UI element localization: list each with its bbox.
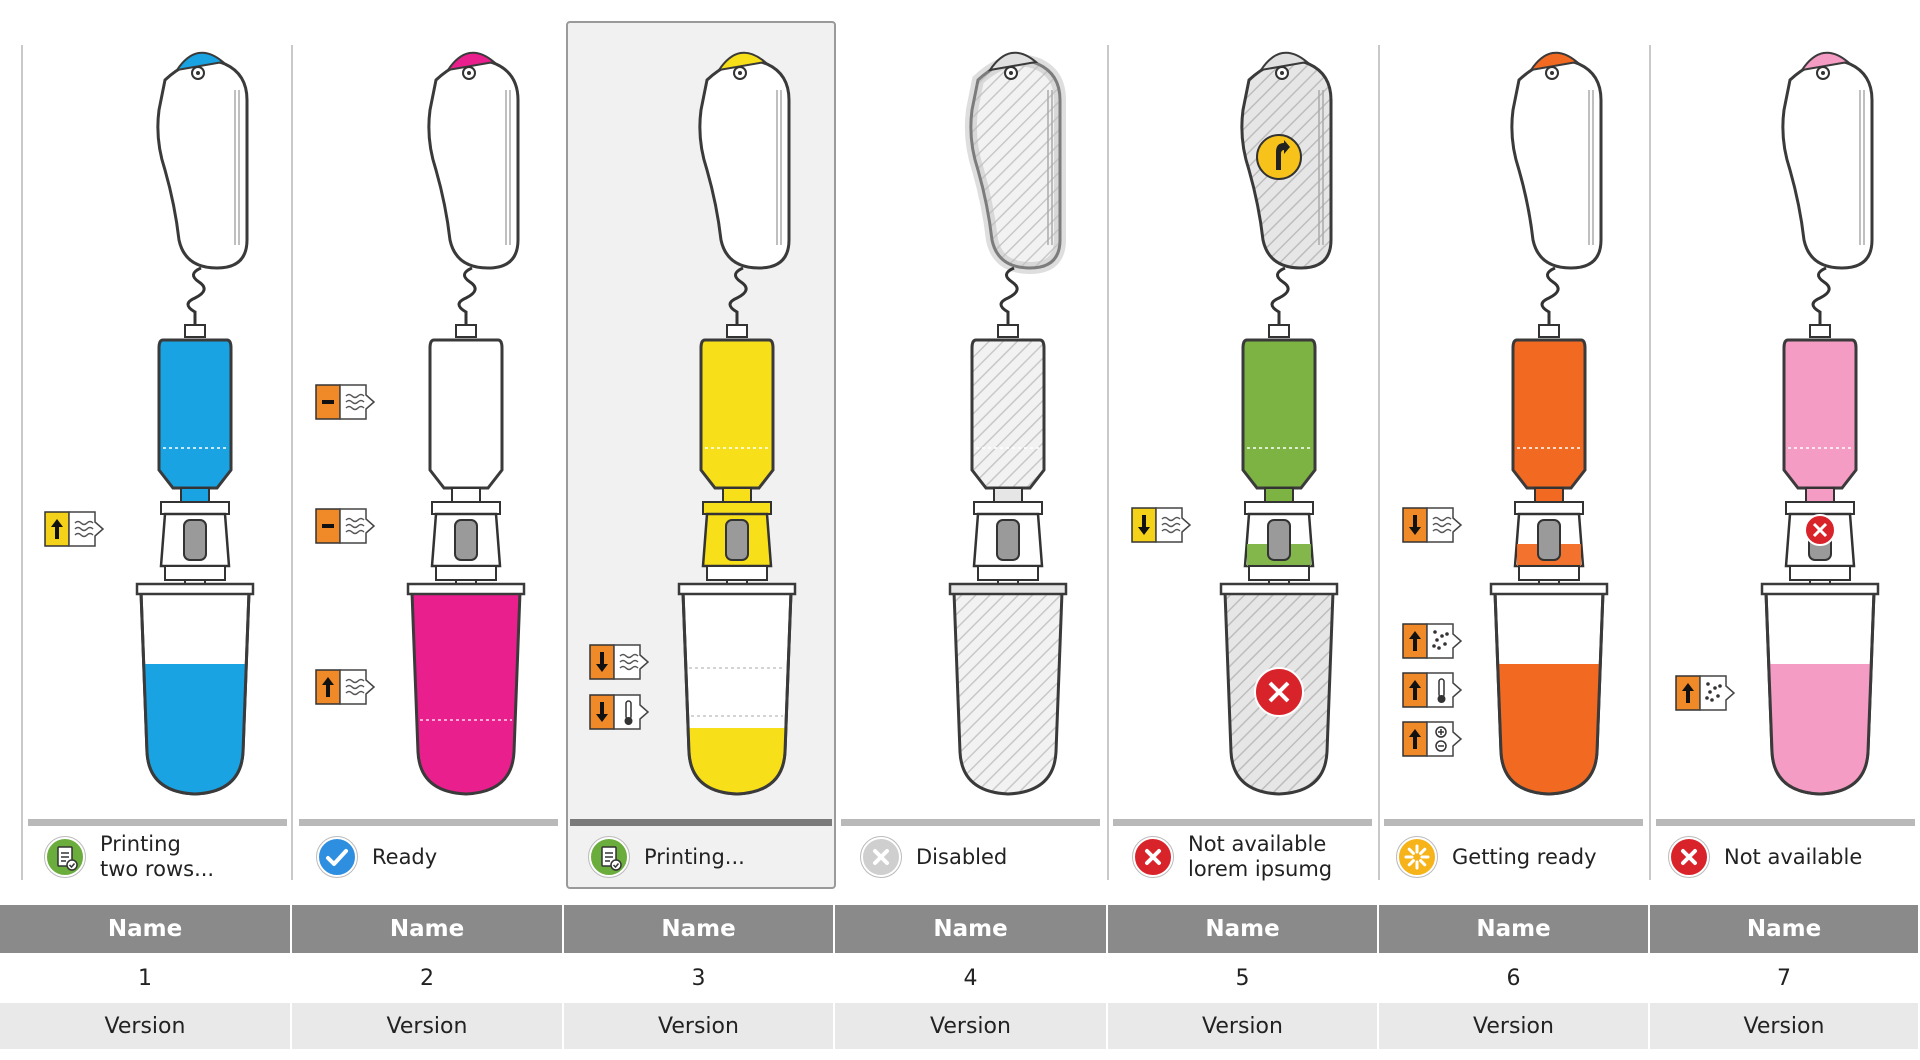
table-name-cell-3: Name bbox=[564, 905, 835, 953]
particles-up-badge bbox=[1402, 623, 1463, 659]
table-number-cell-2: 2 bbox=[292, 953, 564, 1003]
connector-wire bbox=[1811, 266, 1831, 328]
moisture-down-badge bbox=[589, 644, 650, 680]
status-3[interactable]: Printing... bbox=[588, 826, 745, 888]
ink-pouch bbox=[969, 58, 1062, 270]
document-check-icon bbox=[588, 836, 630, 878]
ink-pouch bbox=[427, 58, 520, 270]
ink-bottle bbox=[1241, 338, 1317, 490]
cartridge-4[interactable] bbox=[948, 51, 1068, 796]
moisture-up-badge bbox=[315, 669, 376, 705]
table-name-cell-2: Name bbox=[292, 905, 564, 953]
x-red-icon bbox=[1668, 836, 1710, 878]
table-number-cell-5: 5 bbox=[1108, 953, 1379, 1003]
ink-bottle bbox=[157, 338, 233, 490]
cartridge-2[interactable] bbox=[406, 51, 526, 796]
table-number-cell-7: 7 bbox=[1650, 953, 1920, 1003]
cartridge-3[interactable] bbox=[677, 51, 797, 968]
checkmark-icon bbox=[316, 836, 358, 878]
ink-cup bbox=[952, 590, 1064, 796]
table-name-cell-1: Name bbox=[0, 905, 292, 953]
ink-pouch bbox=[698, 58, 791, 270]
status-7[interactable]: Not available bbox=[1668, 826, 1862, 888]
ink-pouch bbox=[1781, 58, 1874, 270]
connector-wire bbox=[457, 266, 477, 328]
pouch-cap bbox=[1799, 51, 1851, 72]
ink-bottle bbox=[699, 338, 775, 490]
table-version-cell-5: Version bbox=[1108, 1003, 1379, 1049]
table-number-cell-4: 4 bbox=[835, 953, 1108, 1003]
temperature-down-badge bbox=[589, 694, 650, 730]
table-name-cell-6: Name bbox=[1379, 905, 1650, 953]
pouch-cap bbox=[1258, 51, 1310, 72]
table-version-cell-6: Version bbox=[1379, 1003, 1650, 1049]
ink-cup bbox=[410, 590, 522, 796]
table-version-cell-3: Version bbox=[564, 1003, 835, 1049]
cartridge-7[interactable] bbox=[1760, 51, 1880, 904]
ink-pouch bbox=[156, 58, 249, 270]
cartridge-1[interactable] bbox=[135, 51, 255, 904]
moisture-down-badge bbox=[1402, 507, 1463, 543]
connector-wire bbox=[186, 266, 206, 328]
connector-wire bbox=[999, 266, 1019, 328]
ink-bottle bbox=[1511, 338, 1587, 490]
particles-up-badge bbox=[1675, 675, 1736, 711]
status-bars bbox=[28, 819, 1915, 826]
status-4[interactable]: Disabled bbox=[860, 826, 1007, 888]
ink-bottle bbox=[428, 338, 504, 490]
status-label: Ready bbox=[372, 844, 438, 869]
moisture-neutral-badge bbox=[315, 384, 376, 420]
table-number-cell-3: 3 bbox=[564, 953, 835, 1003]
status-2[interactable]: Ready bbox=[316, 826, 437, 888]
ink-bottle bbox=[1782, 338, 1858, 490]
ink-pouch bbox=[1510, 58, 1603, 270]
status-label: Printing... bbox=[644, 844, 745, 869]
pressure-up-badge bbox=[1402, 721, 1463, 757]
pouch-cap bbox=[1528, 51, 1580, 72]
document-check-icon bbox=[44, 836, 86, 878]
status-5[interactable]: Not available lorem ipsumg bbox=[1132, 826, 1332, 888]
temperature-up-badge bbox=[1402, 672, 1463, 708]
status-label: Getting ready bbox=[1452, 844, 1597, 869]
table-version-cell-7: Version bbox=[1650, 1003, 1920, 1049]
table-name-cell-5: Name bbox=[1108, 905, 1379, 953]
cartridge-5[interactable] bbox=[1219, 51, 1339, 796]
table-version-cell-4: Version bbox=[835, 1003, 1108, 1049]
table-name-cell-7: Name bbox=[1650, 905, 1920, 953]
spinner-icon bbox=[1396, 836, 1438, 878]
pouch-cap bbox=[987, 51, 1039, 72]
status-1[interactable]: Printing two rows... bbox=[44, 826, 214, 888]
moisture-down-badge bbox=[1131, 507, 1192, 543]
x-red-icon bbox=[1132, 836, 1174, 878]
pouch-cap bbox=[174, 51, 226, 72]
connector-wire bbox=[728, 266, 748, 328]
connector-wire bbox=[1270, 266, 1290, 328]
status-label: Not available lorem ipsumg bbox=[1188, 832, 1333, 881]
table-number-cell-1: 1 bbox=[0, 953, 292, 1003]
cartridge-6[interactable] bbox=[1489, 51, 1609, 904]
status-label: Printing two rows... bbox=[100, 832, 215, 881]
status-6[interactable]: Getting ready bbox=[1396, 826, 1597, 888]
ink-bottle bbox=[970, 338, 1046, 490]
pouch-cap bbox=[445, 51, 497, 72]
moisture-up-badge bbox=[44, 511, 105, 547]
status-label: Disabled bbox=[916, 844, 1008, 869]
x-gray-icon bbox=[860, 836, 902, 878]
table-number-cell-6: 6 bbox=[1379, 953, 1650, 1003]
table-version-cell-1: Version bbox=[0, 1003, 292, 1049]
table-version-cell-2: Version bbox=[292, 1003, 564, 1049]
status-label: Not available bbox=[1724, 844, 1863, 869]
table-name-cell-4: Name bbox=[835, 905, 1108, 953]
moisture-neutral-badge bbox=[315, 508, 376, 544]
column-separators bbox=[21, 45, 1651, 880]
connector-wire bbox=[1540, 266, 1560, 328]
pouch-cap bbox=[716, 51, 768, 72]
